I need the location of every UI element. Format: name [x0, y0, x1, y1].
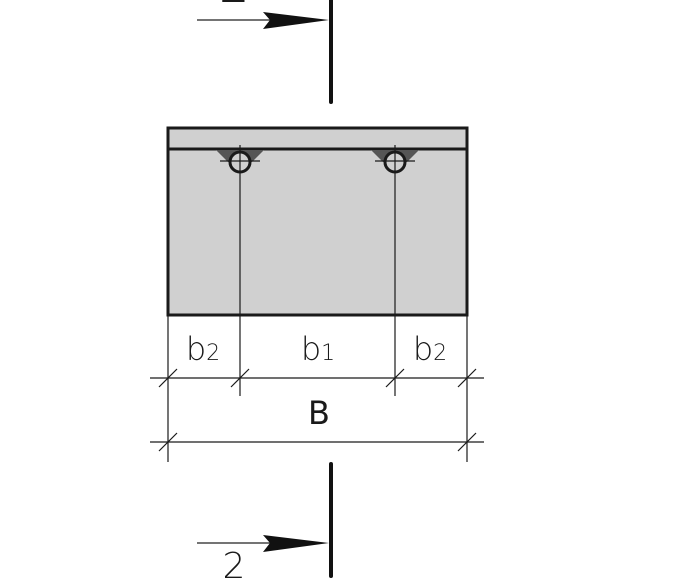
dim-label-b2-right: b2	[413, 330, 447, 368]
dimension-lines	[150, 368, 484, 452]
dim-label-total-width: B	[308, 394, 330, 432]
section-label-top: 2	[219, 0, 250, 14]
arrow-head-top	[263, 12, 329, 29]
dim-label-b1: b1	[301, 330, 335, 368]
section-label-bottom: 2	[223, 546, 246, 580]
plate-section	[166, 126, 469, 317]
extension-lines	[167, 145, 468, 462]
plate-body	[166, 126, 469, 317]
arrow-head-bottom	[263, 535, 329, 552]
dim-label-b2-left: b2	[186, 330, 220, 368]
section-mark-bottom: 2	[197, 462, 333, 580]
section-mark-top: 2	[197, 0, 333, 104]
